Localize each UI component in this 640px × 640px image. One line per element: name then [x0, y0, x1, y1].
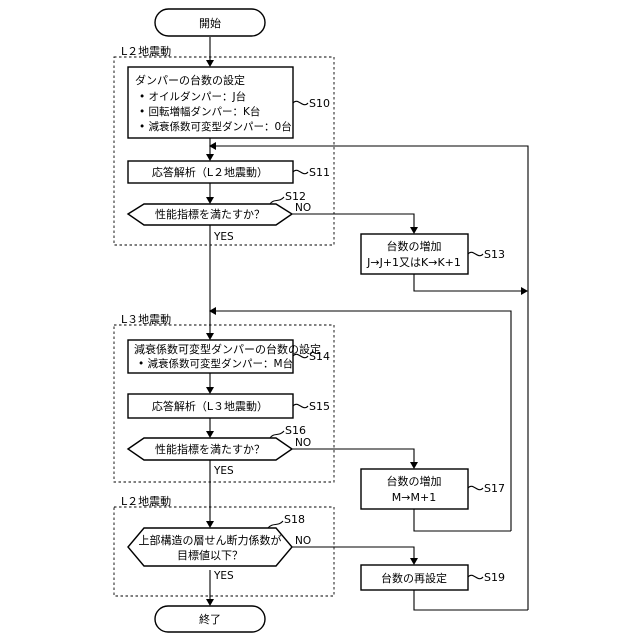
s11-step-label: S11: [309, 166, 330, 179]
s10-leader: [293, 101, 308, 104]
s17-title: 台数の増加: [387, 474, 442, 488]
arrowhead-s13: [410, 227, 418, 234]
s10-step-label: S10: [309, 97, 330, 110]
s13-title: 台数の増加: [387, 239, 442, 253]
group-label-l2-first: L２地震動: [121, 44, 171, 58]
s16-yes-label: YES: [213, 465, 234, 477]
arrow-s13-to-loop: [414, 274, 522, 291]
arrowhead-s16: [206, 431, 214, 438]
s14-line1: • 減衰係数可変型ダンパー：M台: [138, 357, 293, 370]
s10-title: ダンパーの台数の設定: [135, 73, 245, 87]
arrow-s17-to-inner-loop: [414, 509, 511, 531]
s17-step-label: S17: [484, 482, 505, 495]
s18-line1: 上部構造の層せん断力係数が: [139, 533, 282, 547]
s16-no-label: NO: [295, 437, 311, 449]
s14-step-label: S14: [309, 350, 330, 363]
s11-text: 応答解析（L２地震動）: [152, 165, 268, 179]
arrowhead-s11: [206, 154, 214, 161]
arrowhead-s18: [206, 521, 214, 528]
arrowhead-s15: [206, 387, 214, 394]
arrowhead-s13-loop: [521, 287, 528, 295]
arrow-s12-no-to-s13: [292, 214, 414, 228]
s19-text: 台数の再設定: [381, 571, 447, 585]
s18-no-label: NO: [295, 535, 311, 547]
s13-formula: J→J+1又はK→K+1: [366, 256, 461, 269]
arrowhead-s12: [206, 197, 214, 204]
s13-step-label: S13: [484, 248, 505, 261]
s10-line3: • 減衰係数可変型ダンパー：0台: [139, 120, 292, 133]
s12-yes-label: YES: [213, 231, 234, 243]
s18-line2: 目標値以下？: [177, 548, 243, 562]
arrowhead-s17: [410, 462, 418, 469]
end-label: 終了: [199, 612, 221, 626]
s18-step-label: S18: [284, 513, 305, 526]
s16-leader: [270, 431, 284, 438]
s12-no-label: NO: [295, 202, 311, 214]
group-label-l3: L３地震動: [121, 312, 171, 326]
arrow-s19-to-outer-loop: [414, 590, 528, 610]
arrowhead-s19: [410, 558, 418, 565]
s19-step-label: S19: [484, 571, 505, 584]
s14-title: 減衰係数可変型ダンパーの台数の設定: [134, 342, 321, 356]
s18-leader: [268, 521, 283, 528]
s12-leader: [270, 197, 284, 204]
s17-formula: M→M+1: [392, 491, 436, 504]
s11-leader: [293, 170, 308, 173]
s16-text: 性能指標を満たすか？: [155, 442, 265, 456]
arrow-s16-no-to-s17: [292, 449, 414, 463]
s10-line1: • オイルダンパー：J台: [139, 90, 246, 103]
s15-leader: [293, 404, 308, 407]
s19-leader: [468, 575, 483, 578]
s16-step-label: S16: [285, 424, 306, 437]
s17-leader: [468, 486, 483, 489]
s13-leader: [468, 252, 483, 255]
arrowhead-s14: [206, 333, 214, 340]
s15-text: 応答解析（L３地震動）: [152, 399, 268, 413]
arrow-s18-no-to-s19: [292, 547, 414, 559]
group-label-l2-second: L２地震動: [121, 494, 171, 508]
start-label: 開始: [199, 16, 221, 30]
s18-yes-label: YES: [213, 570, 234, 582]
arrowhead-end: [206, 599, 214, 606]
s10-line2: • 回転増幅ダンパー：K台: [139, 105, 260, 118]
s15-step-label: S15: [309, 400, 330, 413]
arrowhead-s10: [206, 60, 214, 67]
s12-text: 性能指標を満たすか？: [155, 207, 265, 221]
